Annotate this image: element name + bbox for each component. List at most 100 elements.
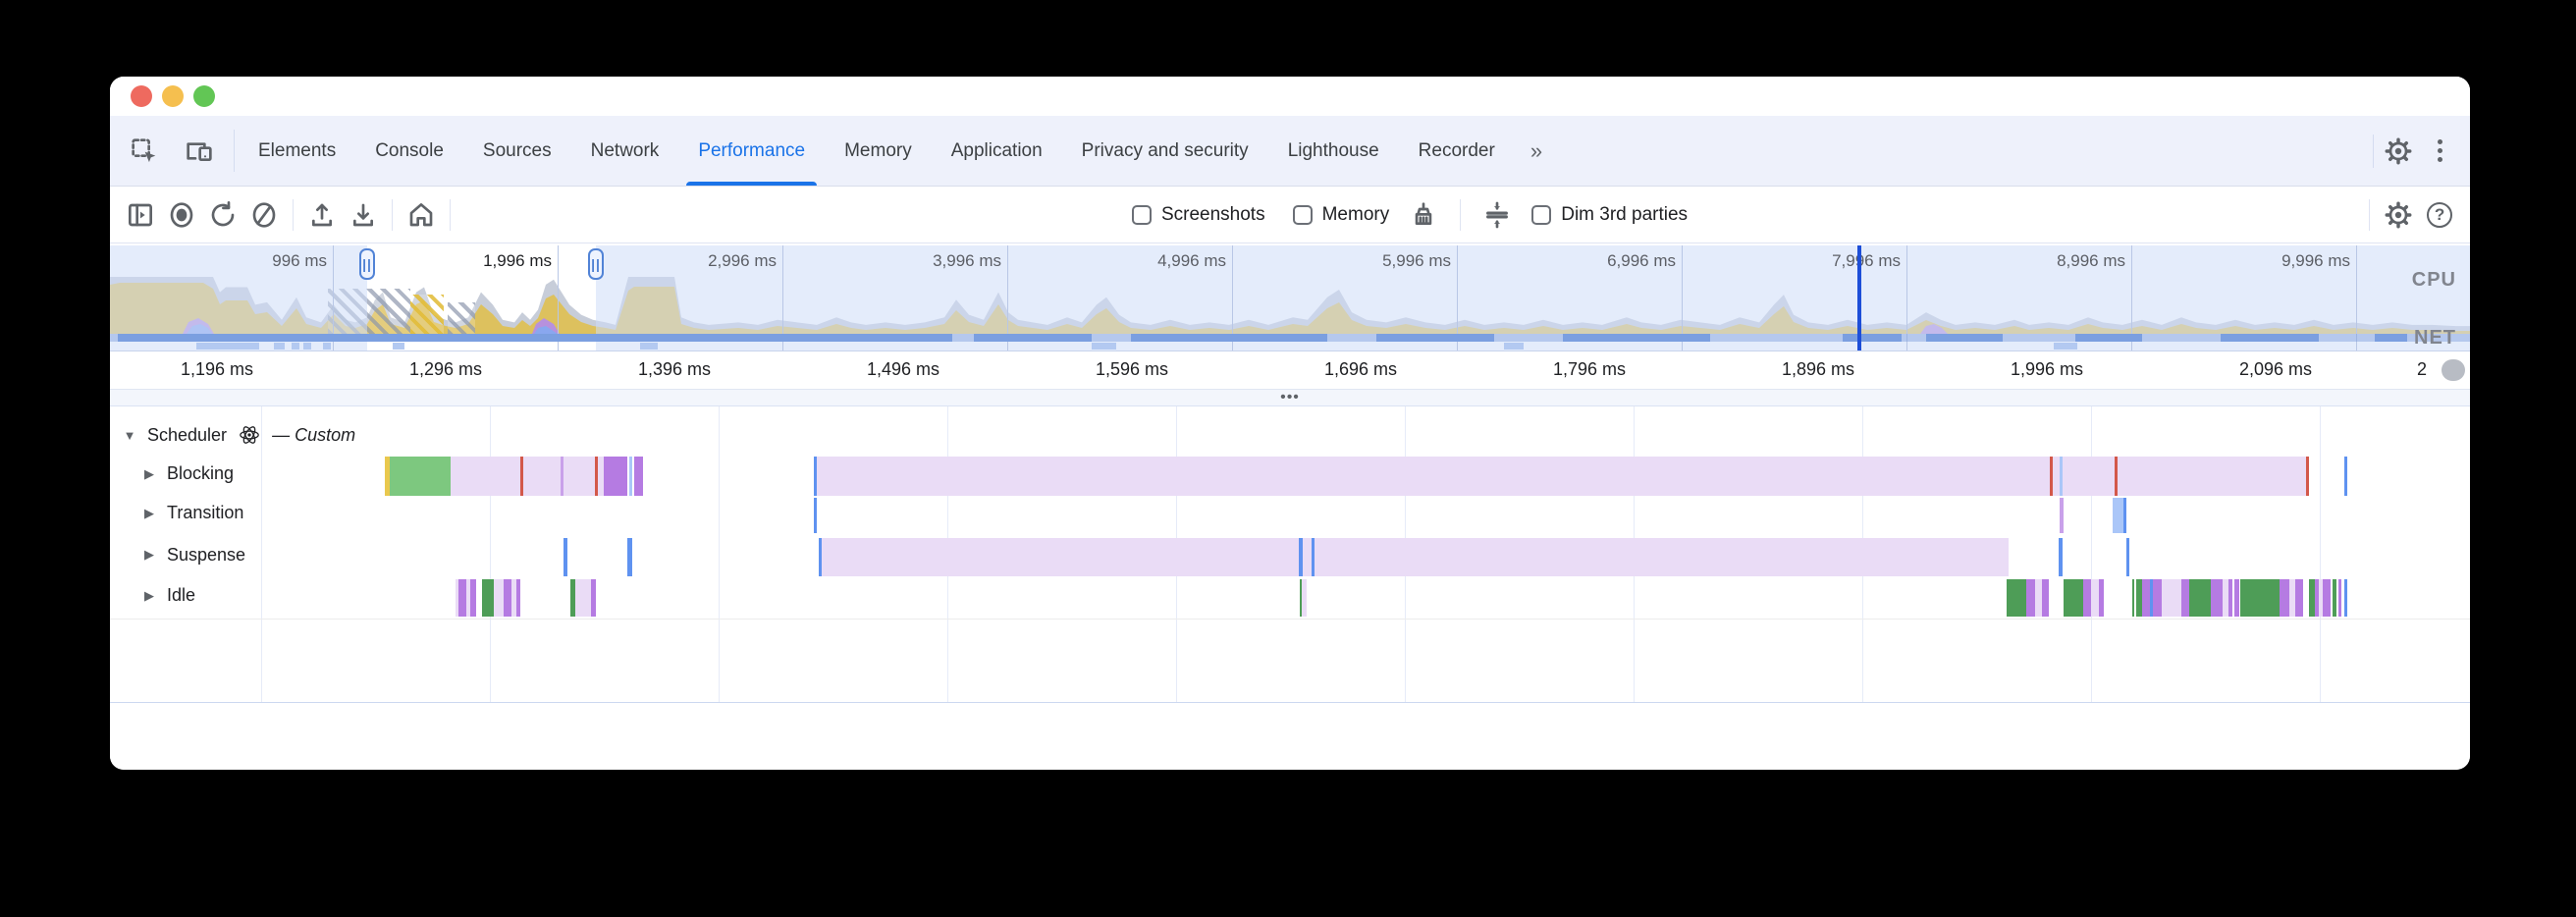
idle-flame-segment[interactable]: [1300, 579, 1302, 617]
idle-flame-segment[interactable]: [2344, 579, 2347, 617]
idle-flame-segment[interactable]: [2280, 579, 2289, 617]
idle-flame-segment[interactable]: [2289, 579, 2295, 617]
devtools-settings-gear-icon[interactable]: [2378, 131, 2419, 172]
tab-sources[interactable]: Sources: [482, 139, 552, 161]
selection-left-handle[interactable]: ||: [359, 248, 375, 280]
idle-flame-segment[interactable]: [575, 579, 591, 617]
idle-flame-segment[interactable]: [2333, 579, 2336, 617]
track-row-label-transition[interactable]: ▶Transition: [141, 503, 243, 523]
expand-row-triangle-icon[interactable]: ▶: [144, 505, 154, 520]
blocking-flame-segment[interactable]: [520, 457, 523, 496]
blocking-flame-segment[interactable]: [814, 457, 817, 496]
blocking-flame-segment[interactable]: [2115, 457, 2118, 496]
collapse-tracks-icon[interactable]: [1476, 194, 1518, 236]
idle-flame-segment[interactable]: [516, 579, 520, 617]
suspense-flame-segment[interactable]: [1312, 538, 1315, 576]
home-live-metrics-icon[interactable]: [401, 194, 442, 236]
track-header-scheduler[interactable]: ▼ Scheduler — Custom: [122, 424, 356, 446]
idle-flame-segment[interactable]: [2136, 579, 2142, 617]
idle-flame-segment[interactable]: [2223, 579, 2228, 617]
zoom-window-button[interactable]: [193, 85, 215, 107]
blocking-flame-segment[interactable]: [629, 457, 632, 496]
selection-right-handle[interactable]: ||: [588, 248, 604, 280]
idle-flame-segment[interactable]: [2323, 579, 2331, 617]
idle-flame-segment[interactable]: [511, 579, 516, 617]
inspect-element-icon[interactable]: [124, 131, 165, 172]
expand-row-triangle-icon[interactable]: ▶: [144, 465, 154, 481]
idle-flame-segment[interactable]: [482, 579, 494, 617]
transition-flame-segment[interactable]: [2113, 498, 2125, 533]
tab-privacy-and-security[interactable]: Privacy and security: [1081, 139, 1249, 161]
idle-flame-segment[interactable]: [591, 579, 596, 617]
collapse-track-triangle-icon[interactable]: ▼: [123, 427, 136, 443]
expand-row-triangle-icon[interactable]: ▶: [144, 547, 154, 562]
collect-garbage-icon[interactable]: [1403, 194, 1444, 236]
idle-flame-segment[interactable]: [466, 579, 470, 617]
flamechart-tracks[interactable]: ▼ Scheduler — Custom ▶Blocking ▶Transitio…: [110, 406, 2470, 703]
track-row-label-blocking[interactable]: ▶Blocking: [141, 463, 234, 484]
suspense-flame-segment[interactable]: [1299, 538, 1303, 576]
blocking-flame-segment[interactable]: [451, 457, 604, 496]
transition-flame-segment[interactable]: [2123, 498, 2126, 533]
tab-application[interactable]: Application: [950, 139, 1043, 161]
idle-flame-segment[interactable]: [2240, 579, 2280, 617]
device-toolbar-icon[interactable]: [179, 131, 220, 172]
idle-flame-segment[interactable]: [2142, 579, 2150, 617]
idle-flame-segment[interactable]: [458, 579, 466, 617]
idle-flame-segment[interactable]: [2091, 579, 2099, 617]
more-tabs-button[interactable]: »: [1515, 116, 1556, 186]
idle-flame-segment[interactable]: [2234, 579, 2239, 617]
suspense-flame-segment[interactable]: [564, 538, 567, 576]
record-icon[interactable]: [161, 194, 202, 236]
idle-flame-segment[interactable]: [2315, 579, 2319, 617]
idle-flame-segment[interactable]: [570, 579, 575, 617]
idle-flame-segment[interactable]: [2309, 579, 2315, 617]
idle-flame-segment[interactable]: [2132, 579, 2134, 617]
clear-recording-icon[interactable]: [243, 194, 285, 236]
idle-flame-segment[interactable]: [2150, 579, 2153, 617]
blocking-flame-segment[interactable]: [2060, 457, 2063, 496]
idle-flame-segment[interactable]: [2083, 579, 2091, 617]
tab-lighthouse[interactable]: Lighthouse: [1287, 139, 1379, 161]
idle-flame-segment[interactable]: [2295, 579, 2303, 617]
idle-flame-segment[interactable]: [2064, 579, 2083, 617]
suspense-flame-segment[interactable]: [2126, 538, 2129, 576]
tab-elements[interactable]: Elements: [258, 139, 337, 161]
record-and-reload-icon[interactable]: [202, 194, 243, 236]
blocking-flame-segment[interactable]: [561, 457, 564, 496]
capture-settings-gear-icon[interactable]: [2378, 194, 2419, 236]
memory-checkbox[interactable]: [1292, 204, 1313, 225]
idle-flame-segment[interactable]: [494, 579, 504, 617]
blocking-flame-segment[interactable]: [2306, 457, 2309, 496]
suspense-flame-segment[interactable]: [2059, 538, 2063, 576]
track-row-label-idle[interactable]: ▶Idle: [141, 585, 195, 606]
blocking-flame-segment[interactable]: [2050, 457, 2053, 496]
idle-flame-segment[interactable]: [2099, 579, 2104, 617]
blocking-flame-segment[interactable]: [814, 457, 2309, 496]
idle-flame-segment[interactable]: [2026, 579, 2035, 617]
transition-flame-segment[interactable]: [2060, 498, 2064, 533]
idle-flame-segment[interactable]: [2181, 579, 2189, 617]
tab-memory[interactable]: Memory: [844, 139, 912, 161]
idle-flame-segment[interactable]: [2211, 579, 2223, 617]
idle-flame-segment[interactable]: [470, 579, 476, 617]
blocking-flame-segment[interactable]: [634, 457, 643, 496]
track-row-label-suspense[interactable]: ▶Suspense: [141, 545, 245, 566]
customize-devtools-menu-icon[interactable]: [2419, 131, 2460, 172]
idle-flame-segment[interactable]: [2319, 579, 2323, 617]
idle-flame-segment[interactable]: [2035, 579, 2042, 617]
screenshots-checkbox[interactable]: [1131, 204, 1152, 225]
idle-flame-segment[interactable]: [2228, 579, 2232, 617]
expand-row-triangle-icon[interactable]: ▶: [144, 587, 154, 603]
tab-recorder[interactable]: Recorder: [1418, 139, 1495, 161]
suspense-flame-segment[interactable]: [819, 538, 822, 576]
toggle-sidebar-icon[interactable]: [120, 194, 161, 236]
dim-3rd-parties-checkbox[interactable]: [1531, 204, 1552, 225]
download-profile-icon[interactable]: [343, 194, 384, 236]
tab-console[interactable]: Console: [375, 139, 444, 161]
horizontal-scrollbar-thumb[interactable]: [2442, 359, 2465, 381]
idle-flame-segment[interactable]: [2153, 579, 2162, 617]
minimize-window-button[interactable]: [162, 85, 184, 107]
idle-flame-segment[interactable]: [2007, 579, 2026, 617]
